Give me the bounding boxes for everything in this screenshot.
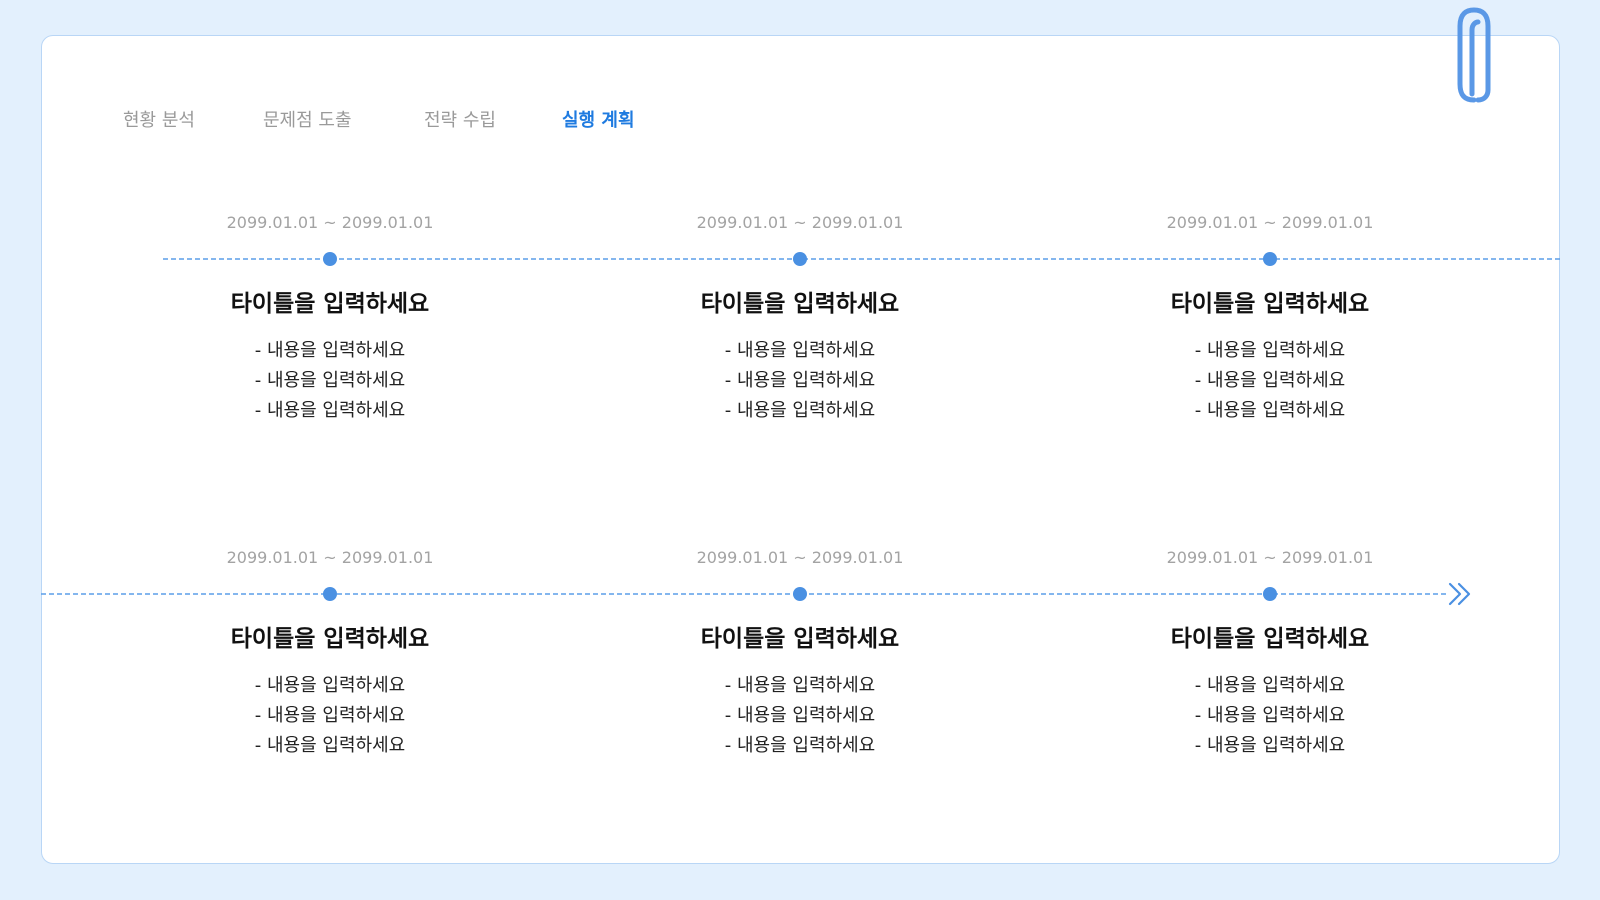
timeline-item: 2099.01.01 ~ 2099.01.01 타이틀을 입력하세요 - 내용을…: [190, 547, 470, 756]
item-title: 타이틀을 입력하세요: [230, 291, 430, 317]
list-item: - 내용을 입력하세요: [724, 675, 876, 696]
list-item: - 내용을 입력하세요: [254, 735, 406, 756]
list-item: - 내용을 입력하세요: [1194, 370, 1346, 391]
timeline-item: 2099.01.01 ~ 2099.01.01 타이틀을 입력하세요 - 내용을…: [1130, 547, 1410, 756]
list-item: - 내용을 입력하세요: [1194, 735, 1346, 756]
item-date: 2099.01.01 ~ 2099.01.01: [696, 213, 904, 232]
item-title: 타이틀을 입력하세요: [1170, 291, 1370, 317]
timeline-item: 2099.01.01 ~ 2099.01.01 타이틀을 입력하세요 - 내용을…: [1130, 212, 1410, 421]
list-item: - 내용을 입력하세요: [254, 705, 406, 726]
paperclip-icon: [1457, 7, 1491, 103]
item-content-list: - 내용을 입력하세요 - 내용을 입력하세요 - 내용을 입력하세요: [660, 336, 940, 426]
item-content-list: - 내용을 입력하세요 - 내용을 입력하세요 - 내용을 입력하세요: [190, 671, 470, 761]
item-title: 타이틀을 입력하세요: [230, 626, 430, 652]
list-item: - 내용을 입력하세요: [724, 735, 876, 756]
item-content-list: - 내용을 입력하세요 - 내용을 입력하세요 - 내용을 입력하세요: [1130, 336, 1410, 426]
tab-action-plan[interactable]: 실행 계획: [562, 110, 635, 131]
item-title: 타이틀을 입력하세요: [1170, 626, 1370, 652]
timeline-item: 2099.01.01 ~ 2099.01.01 타이틀을 입력하세요 - 내용을…: [190, 212, 470, 421]
list-item: - 내용을 입력하세요: [1194, 340, 1346, 361]
tab-problem-finding[interactable]: 문제점 도출: [263, 110, 352, 131]
item-content-list: - 내용을 입력하세요 - 내용을 입력하세요 - 내용을 입력하세요: [1130, 671, 1410, 761]
list-item: - 내용을 입력하세요: [254, 675, 406, 696]
list-item: - 내용을 입력하세요: [1194, 675, 1346, 696]
list-item: - 내용을 입력하세요: [724, 705, 876, 726]
item-date: 2099.01.01 ~ 2099.01.01: [226, 548, 434, 567]
list-item: - 내용을 입력하세요: [724, 400, 876, 421]
item-title: 타이틀을 입력하세요: [700, 626, 900, 652]
list-item: - 내용을 입력하세요: [254, 400, 406, 421]
item-title: 타이틀을 입력하세요: [700, 291, 900, 317]
tab-strategy[interactable]: 전략 수립: [424, 110, 496, 131]
item-date: 2099.01.01 ~ 2099.01.01: [226, 213, 434, 232]
list-item: - 내용을 입력하세요: [254, 370, 406, 391]
tab-status-analysis[interactable]: 현황 분석: [123, 110, 195, 131]
content-card: 현황 분석 문제점 도출 전략 수립 실행 계획: [41, 35, 1560, 864]
item-date: 2099.01.01 ~ 2099.01.01: [1166, 548, 1374, 567]
item-content-list: - 내용을 입력하세요 - 내용을 입력하세요 - 내용을 입력하세요: [190, 336, 470, 426]
list-item: - 내용을 입력하세요: [254, 340, 406, 361]
item-date: 2099.01.01 ~ 2099.01.01: [1166, 213, 1374, 232]
item-date: 2099.01.01 ~ 2099.01.01: [696, 548, 904, 567]
item-content-list: - 내용을 입력하세요 - 내용을 입력하세요 - 내용을 입력하세요: [660, 671, 940, 761]
list-item: - 내용을 입력하세요: [724, 340, 876, 361]
list-item: - 내용을 입력하세요: [1194, 400, 1346, 421]
timeline-item: 2099.01.01 ~ 2099.01.01 타이틀을 입력하세요 - 내용을…: [660, 547, 940, 756]
list-item: - 내용을 입력하세요: [724, 370, 876, 391]
list-item: - 내용을 입력하세요: [1194, 705, 1346, 726]
timeline-item: 2099.01.01 ~ 2099.01.01 타이틀을 입력하세요 - 내용을…: [660, 212, 940, 421]
